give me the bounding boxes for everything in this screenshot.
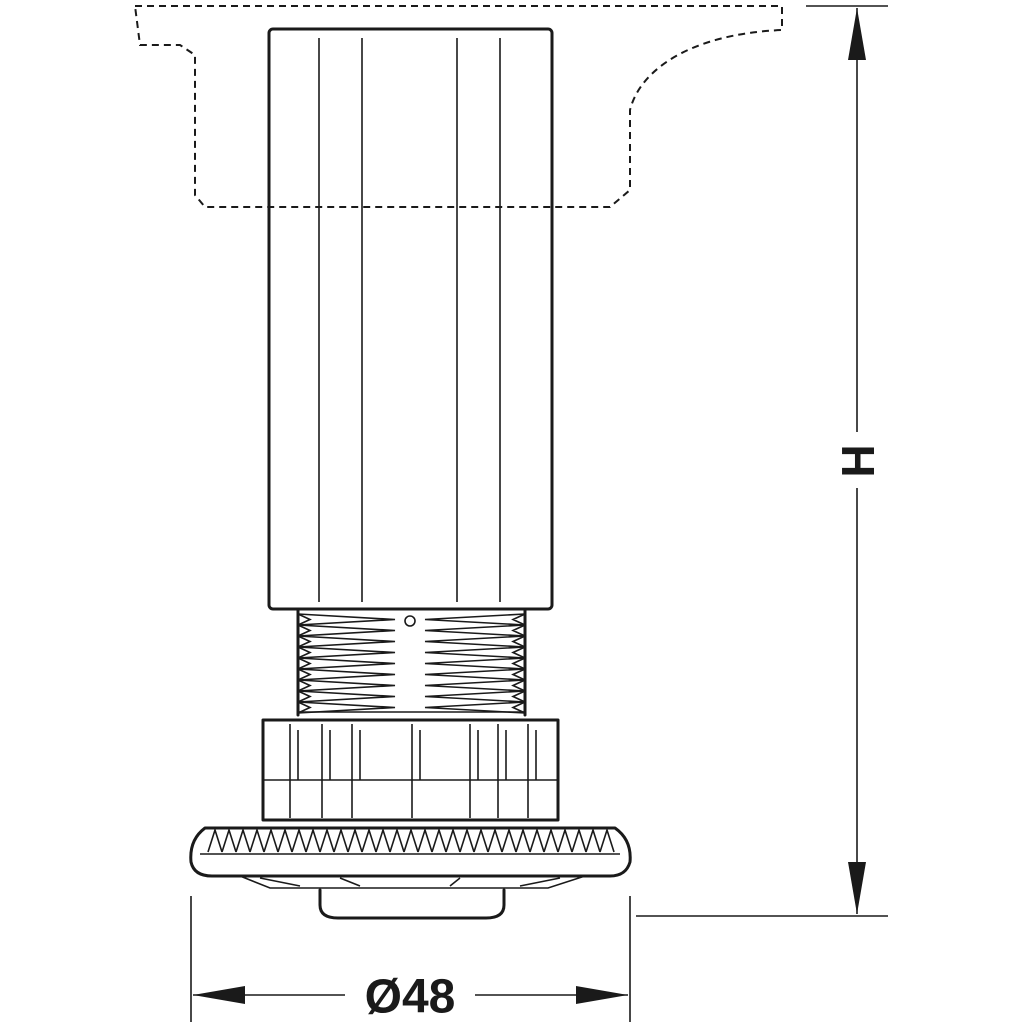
adjusting-nut [261, 718, 560, 822]
height-dimension: H [636, 5, 888, 917]
glide-pad [318, 888, 506, 920]
diameter-label: Ø48 [365, 971, 456, 1024]
mounting-plate-outline [133, 5, 783, 208]
base-foot [189, 826, 632, 889]
leg-body [267, 27, 554, 611]
height-label: H [832, 444, 884, 477]
diameter-dimension: Ø48 [190, 896, 631, 1024]
threaded-spindle [296, 607, 527, 717]
